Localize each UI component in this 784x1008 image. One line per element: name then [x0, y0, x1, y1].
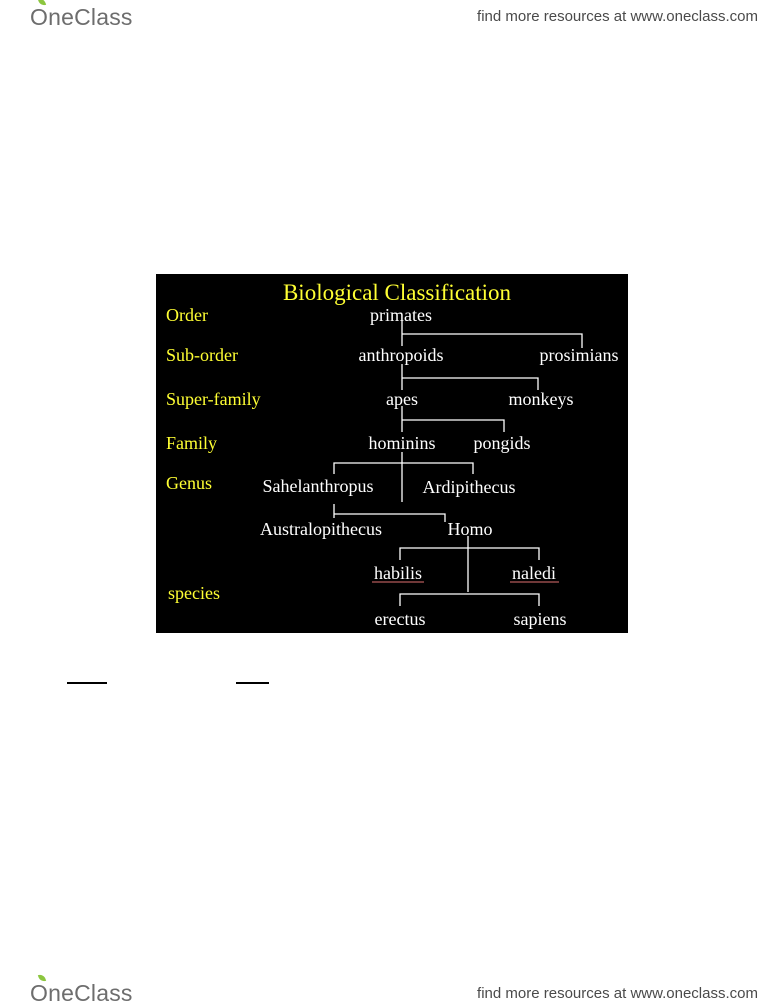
footer-tagline: find more resources at www.oneclass.com [477, 985, 758, 1002]
header-tagline: find more resources at www.oneclass.com [477, 8, 758, 25]
rank-family: Family [166, 433, 217, 453]
rank-superfamily: Super-family [166, 389, 261, 409]
rank-genus: Genus [166, 473, 212, 493]
logo-text: neClass [48, 4, 133, 30]
rank-suborder: Sub-order [166, 345, 238, 365]
taxon-anthropoids: anthropoids [359, 345, 444, 365]
classification-tree: Biological Classification Order Sub-orde… [166, 280, 619, 629]
connector-primates [401, 320, 583, 348]
taxon-primates: primates [370, 305, 432, 325]
logo-text: neClass [48, 980, 133, 1006]
logo-leaf-icon: O [30, 0, 49, 31]
blank-line [67, 682, 107, 684]
connector-genus-lower [333, 504, 446, 522]
taxon-hominins: hominins [368, 433, 435, 453]
connector-homo [399, 536, 540, 606]
taxon-homo: Homo [448, 519, 493, 539]
taxon-ardipithecus: Ardipithecus [423, 477, 516, 497]
tree-connectors [333, 320, 583, 606]
taxon-monkeys: monkeys [509, 389, 574, 409]
rank-order: Order [166, 305, 208, 325]
connector-hominins [333, 452, 474, 502]
blank-line [236, 682, 269, 684]
logo-leaf-icon: O [30, 973, 49, 1007]
figure-title: Biological Classification [283, 280, 512, 305]
taxon-sahelanthropus: Sahelanthropus [263, 476, 374, 496]
logo-initial: O [30, 4, 49, 30]
taxon-australopithecus: Australopithecus [260, 519, 382, 539]
taxon-sapiens: sapiens [514, 609, 567, 629]
rank-species: species [168, 583, 220, 603]
taxon-erectus: erectus [375, 609, 426, 629]
taxon-habilis: habilis [374, 563, 422, 583]
logo-initial: O [30, 980, 49, 1006]
classification-slide: Biological Classification Order Sub-orde… [156, 274, 628, 633]
taxon-prosimians: prosimians [540, 345, 619, 365]
taxon-apes: apes [386, 389, 418, 409]
taxon-naledi: naledi [512, 563, 556, 583]
connector-anthropoids [401, 364, 539, 390]
connector-apes [401, 406, 505, 432]
taxon-pongids: pongids [473, 433, 530, 453]
